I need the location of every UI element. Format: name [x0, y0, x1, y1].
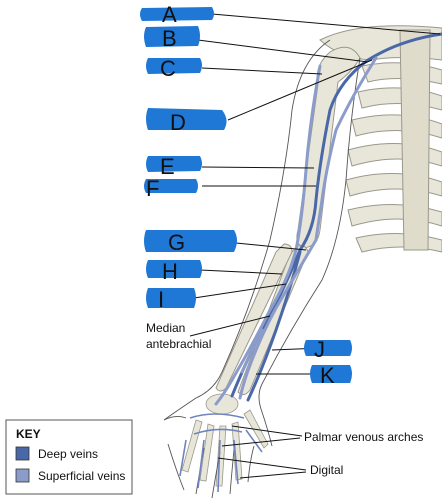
- label-h-marker: H: [146, 259, 202, 284]
- superficial-veins: [214, 56, 378, 406]
- deep-vein-swatch: [15, 446, 30, 461]
- median-label-line1: Median: [146, 321, 185, 335]
- label-k-marker: K: [310, 363, 352, 388]
- label-e: E: [160, 154, 175, 179]
- label-a-marker: A: [140, 2, 214, 27]
- digital-label: Digital: [310, 463, 343, 477]
- label-d: D: [170, 110, 186, 135]
- leader-lines: [189, 13, 441, 479]
- label-h: H: [162, 259, 178, 284]
- label-d-marker: D: [146, 108, 227, 135]
- label-e-marker: E: [146, 154, 202, 179]
- label-a: A: [162, 2, 177, 27]
- label-c-marker: C: [146, 56, 202, 81]
- label-f: F: [146, 176, 159, 201]
- arm-outline: [163, 39, 361, 499]
- hand-veins: [179, 413, 263, 493]
- label-g: G: [168, 230, 185, 255]
- label-j: J: [314, 337, 325, 362]
- label-j-marker: J: [304, 337, 352, 362]
- hand-bones: [181, 393, 269, 487]
- label-f-marker: F: [144, 176, 198, 201]
- key-deep-label: Deep veins: [38, 447, 98, 461]
- median-label-line2: antebrachial: [146, 337, 211, 351]
- label-i-marker: I: [146, 287, 196, 312]
- key-title: KEY: [16, 427, 41, 441]
- label-i: I: [158, 287, 164, 312]
- label-k: K: [320, 363, 335, 388]
- label-b: B: [162, 26, 177, 51]
- key-box: KEY Deep veins Superficial veins: [5, 419, 133, 495]
- superficial-vein-swatch: [15, 468, 30, 483]
- label-c: C: [160, 56, 176, 81]
- label-g-marker: G: [144, 230, 237, 255]
- key-superficial-label: Superficial veins: [38, 469, 125, 483]
- palmar-label: Palmar venous arches: [304, 430, 423, 444]
- label-b-marker: B: [144, 26, 200, 51]
